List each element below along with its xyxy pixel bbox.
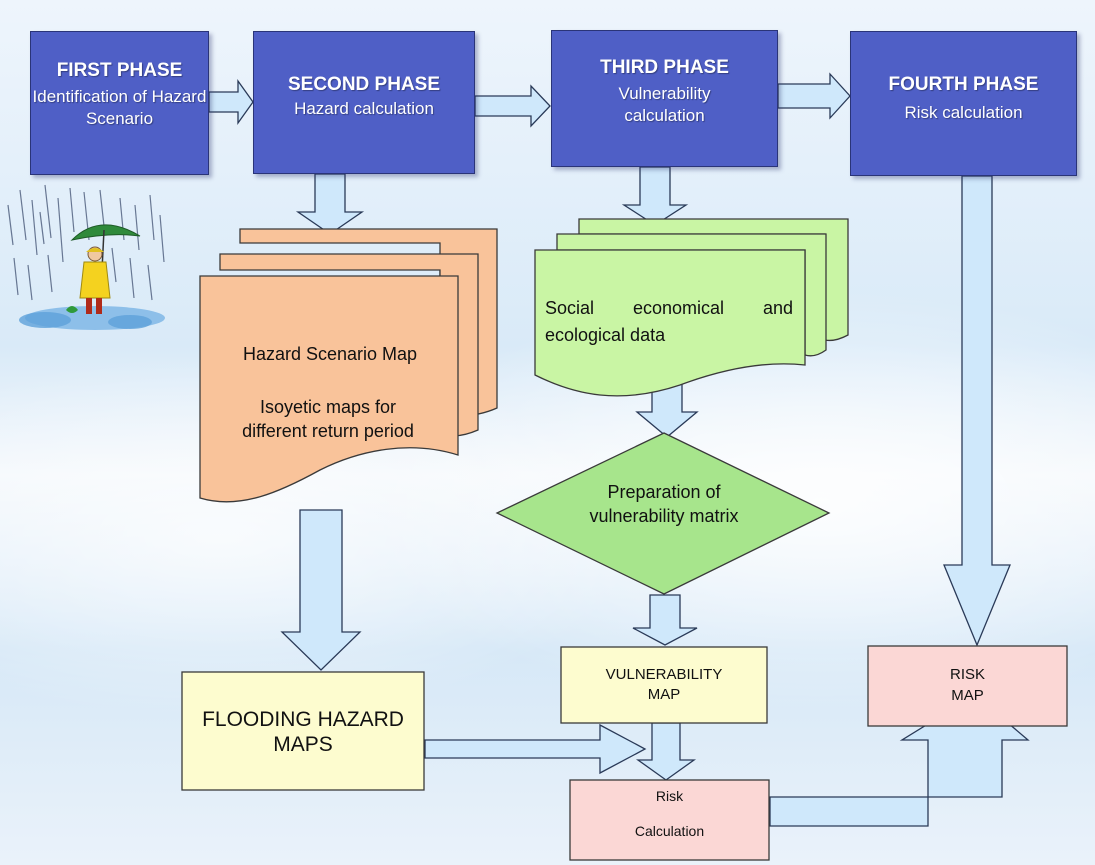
first-phase-box: FIRST PHASE Identification of Hazard Sce… bbox=[30, 31, 209, 175]
arrow-phase3-to-phase4 bbox=[777, 72, 851, 120]
second-phase-title: SECOND PHASE bbox=[287, 74, 441, 95]
arrow-phase1-to-phase2 bbox=[208, 78, 254, 126]
vulnerability-map-label: VULNERABILITY MAP bbox=[605, 666, 723, 703]
risk-calc-label-2: Calculation bbox=[634, 823, 705, 839]
social-data-label: Social economical and ecological data bbox=[545, 298, 793, 345]
rain-person-umbrella-icon bbox=[7, 184, 165, 330]
fourth-phase-desc: Risk calculation bbox=[904, 103, 1023, 122]
isoyetic-maps-label: Isoyetic maps for different return perio… bbox=[242, 397, 414, 441]
arrow-phase2-down bbox=[295, 173, 365, 235]
vulnerability-matrix-diamond bbox=[495, 432, 831, 595]
risk-calculation-box bbox=[569, 779, 770, 861]
arrow-social-to-diamond bbox=[635, 382, 699, 438]
third-phase-box: THIRD PHASE Vulnerability calculation bbox=[551, 30, 778, 167]
fourth-phase-box: FOURTH PHASE Risk calculation bbox=[850, 31, 1077, 176]
risk-calc-label-1: Risk bbox=[655, 788, 684, 804]
arrow-phase3-down bbox=[621, 166, 689, 226]
hazard-scenario-map-label: Hazard Scenario Map bbox=[242, 344, 418, 364]
vulnerability-map-box bbox=[560, 646, 768, 724]
risk-map-label: RISK MAP bbox=[949, 666, 985, 704]
third-phase-desc: Vulnerability calculation bbox=[618, 84, 711, 125]
arrow-hazard-to-flooding bbox=[280, 509, 362, 671]
risk-map-box bbox=[867, 645, 1068, 727]
second-phase-desc: Hazard calculation bbox=[294, 99, 434, 118]
second-phase-box: SECOND PHASE Hazard calculation bbox=[253, 31, 475, 174]
fourth-phase-title: FOURTH PHASE bbox=[888, 74, 1039, 95]
arrow-vulnmap-to-riskcalc bbox=[635, 722, 697, 781]
hazard-scenario-document bbox=[199, 228, 498, 503]
social-data-document bbox=[534, 218, 849, 397]
first-phase-title: FIRST PHASE bbox=[56, 60, 183, 81]
flooding-hazard-maps-label: FLOODING HAZARD MAPS bbox=[202, 708, 404, 756]
first-phase-desc: Identification of Hazard Scenario bbox=[32, 87, 207, 128]
flooding-hazard-maps-box bbox=[181, 671, 425, 791]
third-phase-title: THIRD PHASE bbox=[600, 57, 729, 78]
arrow-phase2-to-phase3 bbox=[474, 84, 551, 128]
arrow-phase4-to-riskmap bbox=[943, 175, 1011, 647]
vulnerability-matrix-label: Preparation of vulnerability matrix bbox=[589, 482, 739, 526]
arrow-flooding-to-riskcalc bbox=[424, 723, 647, 775]
arrow-diamond-to-vulnmap bbox=[632, 594, 698, 646]
